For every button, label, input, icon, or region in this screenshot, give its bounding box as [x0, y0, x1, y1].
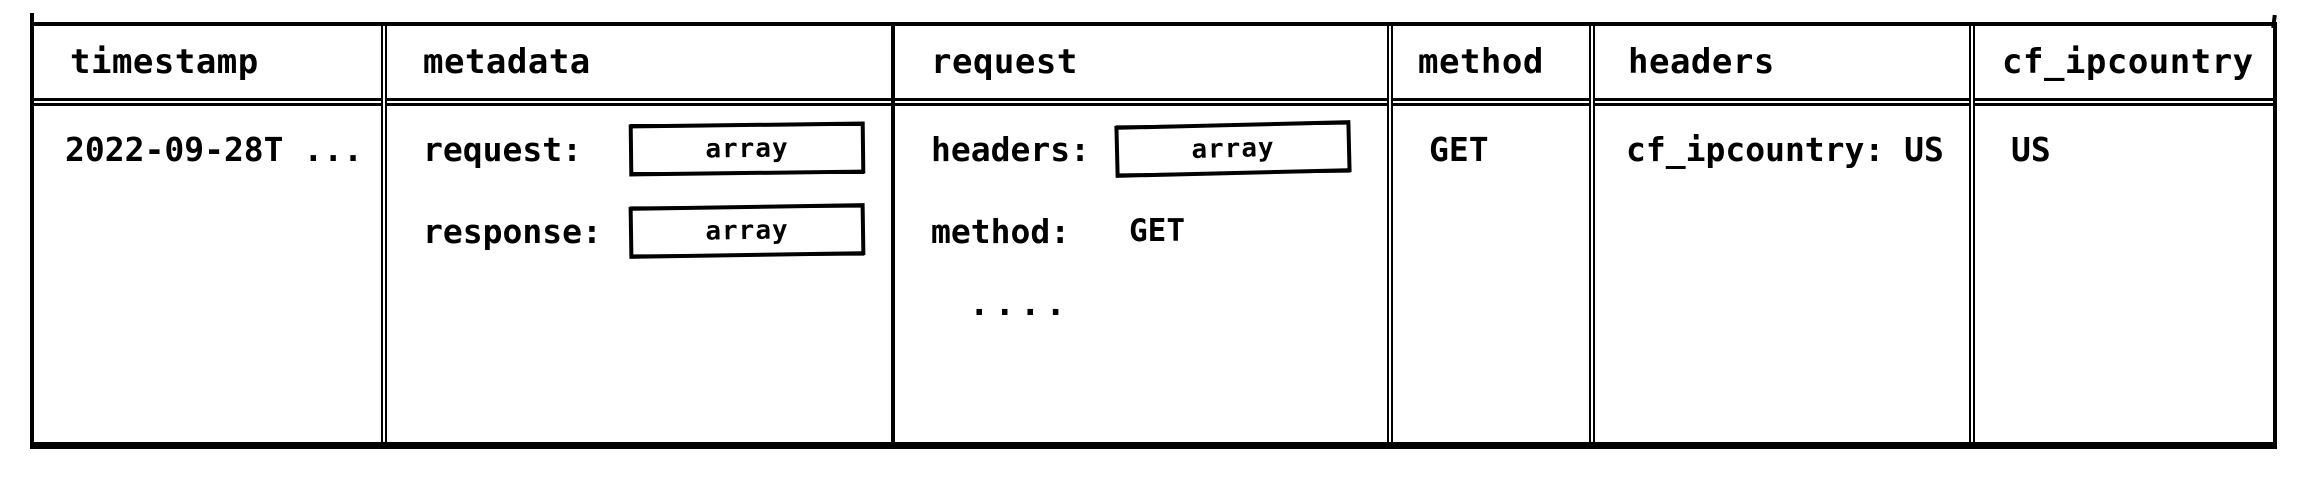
- column-header-label: timestamp: [70, 42, 259, 82]
- column-header-cf-ipcountry: cf_ipcountry: [1975, 26, 2273, 106]
- request-headers-field: headers: array: [931, 120, 1377, 178]
- cell-cf-ipcountry: US: [1975, 106, 2273, 442]
- column-metadata: metadata request: array response: array: [381, 26, 891, 442]
- column-header-label: cf_ipcountry: [2002, 42, 2254, 82]
- column-header-label: headers: [1628, 42, 1775, 82]
- column-header-metadata: metadata: [387, 26, 891, 106]
- column-header-headers: headers: [1595, 26, 1969, 106]
- array-chip-label: array: [705, 215, 789, 247]
- column-header-method: method: [1393, 26, 1589, 106]
- field-label: method:: [931, 211, 1071, 251]
- cf-ipcountry-value: US: [2011, 129, 2051, 169]
- cell-headers: cf_ipcountry: US: [1595, 106, 1969, 442]
- column-header-request: request: [895, 26, 1387, 106]
- request-method-field: method: GET: [931, 202, 1377, 260]
- column-headers: headers cf_ipcountry: US: [1589, 26, 1969, 442]
- cell-method: GET: [1393, 106, 1589, 442]
- array-chip: array: [628, 203, 866, 259]
- method-value: GET: [1429, 129, 1489, 169]
- column-request: request headers: array method: GET ....: [891, 26, 1387, 442]
- metadata-request-field: request: array: [423, 120, 881, 178]
- events-table: timestamp 2022-09-28T ... metadata reque…: [30, 13, 2277, 449]
- headers-value: cf_ipcountry: US: [1626, 129, 1944, 169]
- column-header-label: metadata: [423, 42, 591, 82]
- column-method: method GET: [1387, 26, 1589, 442]
- field-label: request:: [423, 129, 582, 169]
- field-label: response:: [423, 211, 602, 251]
- column-header-label: method: [1418, 42, 1544, 82]
- field-value: GET: [1129, 213, 1185, 249]
- request-ellipsis: ....: [969, 284, 1071, 324]
- column-header-label: request: [931, 42, 1078, 82]
- timestamp-value: 2022-09-28T ...: [65, 129, 364, 169]
- array-chip: array: [1114, 120, 1352, 178]
- array-chip-label: array: [1191, 132, 1275, 166]
- array-chip-label: array: [705, 133, 789, 165]
- column-cf-ipcountry: cf_ipcountry US: [1969, 26, 2273, 442]
- metadata-response-field: response: array: [423, 202, 881, 260]
- cell-metadata: request: array response: array: [387, 106, 891, 442]
- field-label: headers:: [931, 129, 1090, 169]
- column-timestamp: timestamp 2022-09-28T ...: [34, 26, 381, 442]
- array-chip: array: [628, 121, 866, 177]
- cell-timestamp: 2022-09-28T ...: [34, 106, 381, 442]
- cell-request: headers: array method: GET ....: [895, 106, 1387, 442]
- column-header-timestamp: timestamp: [34, 26, 381, 106]
